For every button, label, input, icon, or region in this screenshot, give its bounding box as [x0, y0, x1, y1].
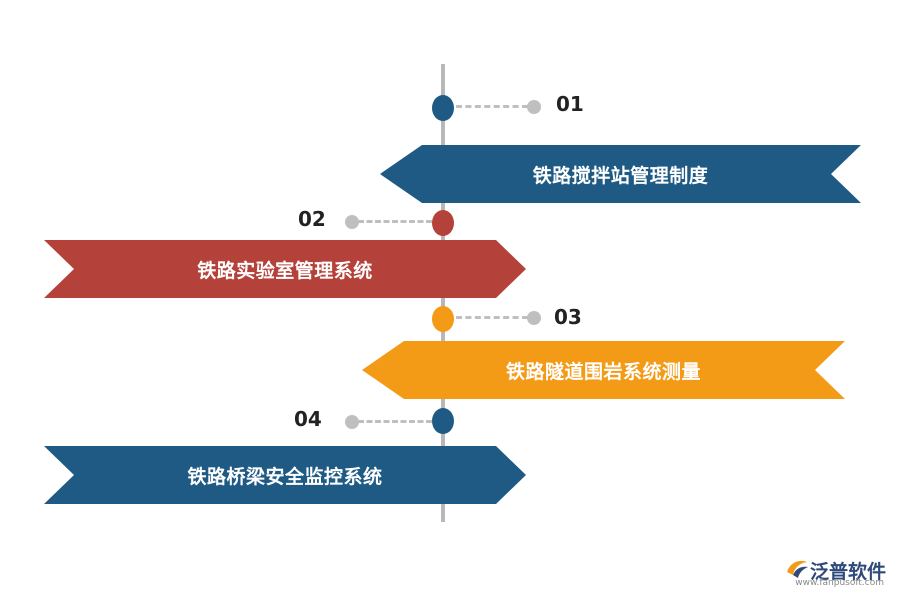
brand-logo: 泛普软件 www.fanpusoft.com: [784, 556, 886, 588]
step-label-2: 铁路实验室管理系统: [197, 259, 373, 282]
step-number-1: 01: [556, 92, 584, 116]
connector-dot-2: [345, 215, 359, 229]
connector-dot-3: [527, 311, 541, 325]
fanpu-logo-icon: [784, 556, 810, 584]
logo-text: 泛普软件: [809, 560, 886, 583]
step-banner-1: 铁路搅拌站管理制度: [380, 145, 861, 203]
connector-line-1: [456, 105, 528, 108]
step-number-2: 02: [298, 207, 326, 231]
connector-dot-1: [527, 100, 541, 114]
step-label-3: 铁路隧道围岩系统测量: [505, 360, 701, 383]
timeline-node-1: [432, 95, 454, 121]
step-label-1: 铁路搅拌站管理制度: [532, 164, 709, 187]
connector-dot-4: [345, 415, 359, 429]
step-banner-3: 铁路隧道围岩系统测量: [362, 341, 845, 399]
connector-line-4: [358, 420, 432, 423]
step-banner-4: 铁路桥梁安全监控系统: [44, 446, 526, 504]
timeline-node-2: [432, 210, 454, 236]
timeline-node-3: [432, 306, 454, 332]
logo-url: www.fanpusoft.com: [795, 578, 884, 588]
timeline-node-4: [432, 408, 454, 434]
step-number-3: 03: [554, 305, 582, 329]
step-label-4: 铁路桥梁安全监控系统: [187, 465, 383, 488]
step-banner-2: 铁路实验室管理系统: [44, 240, 526, 298]
connector-line-2: [358, 220, 432, 223]
step-number-4: 04: [294, 407, 322, 431]
connector-line-3: [456, 316, 528, 319]
